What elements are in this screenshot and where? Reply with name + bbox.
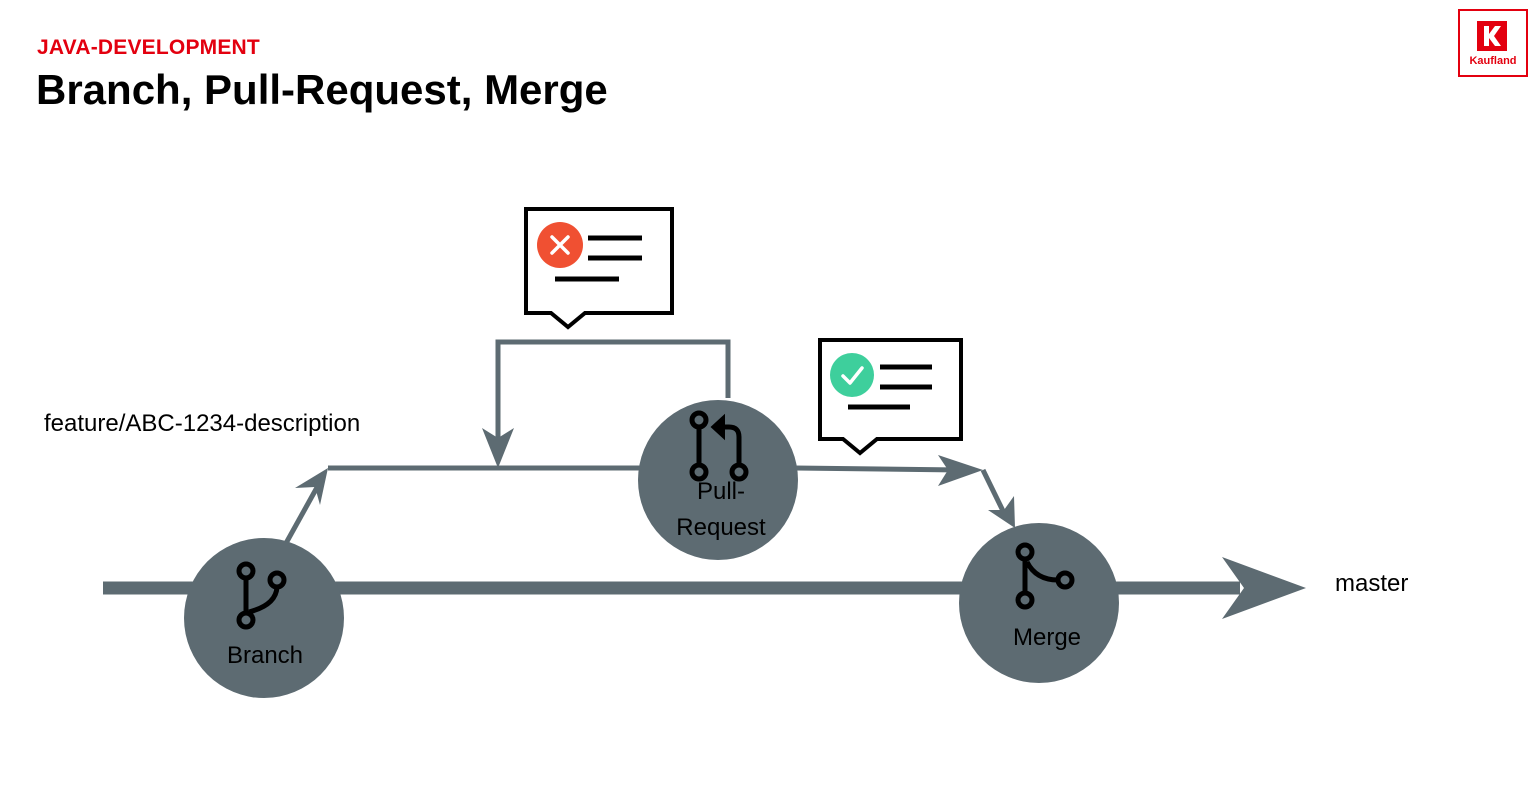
git-branch-icon [236,561,287,630]
master-arrowhead [1222,557,1306,619]
merge-node: Merge [959,523,1119,683]
git-pull-request-icon [689,410,749,482]
kaufland-k-icon [1477,21,1507,51]
branch-node: Branch [184,538,344,698]
logo-text: Kaufland [1469,55,1517,67]
branch-off-arrow [282,468,328,547]
git-merge-icon [1015,542,1075,610]
check-circle-icon [830,353,874,397]
branch-label: Branch [227,642,303,669]
merge-label: Merge [1013,624,1081,651]
pr-to-merge-arrow [794,455,1015,528]
page-title: Branch, Pull-Request, Merge [36,66,608,113]
pull-request-label-line2: Request [676,514,766,541]
section-subtitle: JAVA-DEVELOPMENT [37,36,260,59]
review-rejected-bubble [524,207,674,330]
pull-request-label-line1: Pull- [697,478,745,505]
feature-branch-label: feature/ABC-1234-description [44,410,360,437]
kaufland-logo: Kaufland [1458,9,1528,77]
pull-request-node: Pull- Request [638,400,798,560]
master-label: master [1335,570,1408,597]
review-approved-bubble [818,338,963,456]
review-loop [482,339,731,468]
